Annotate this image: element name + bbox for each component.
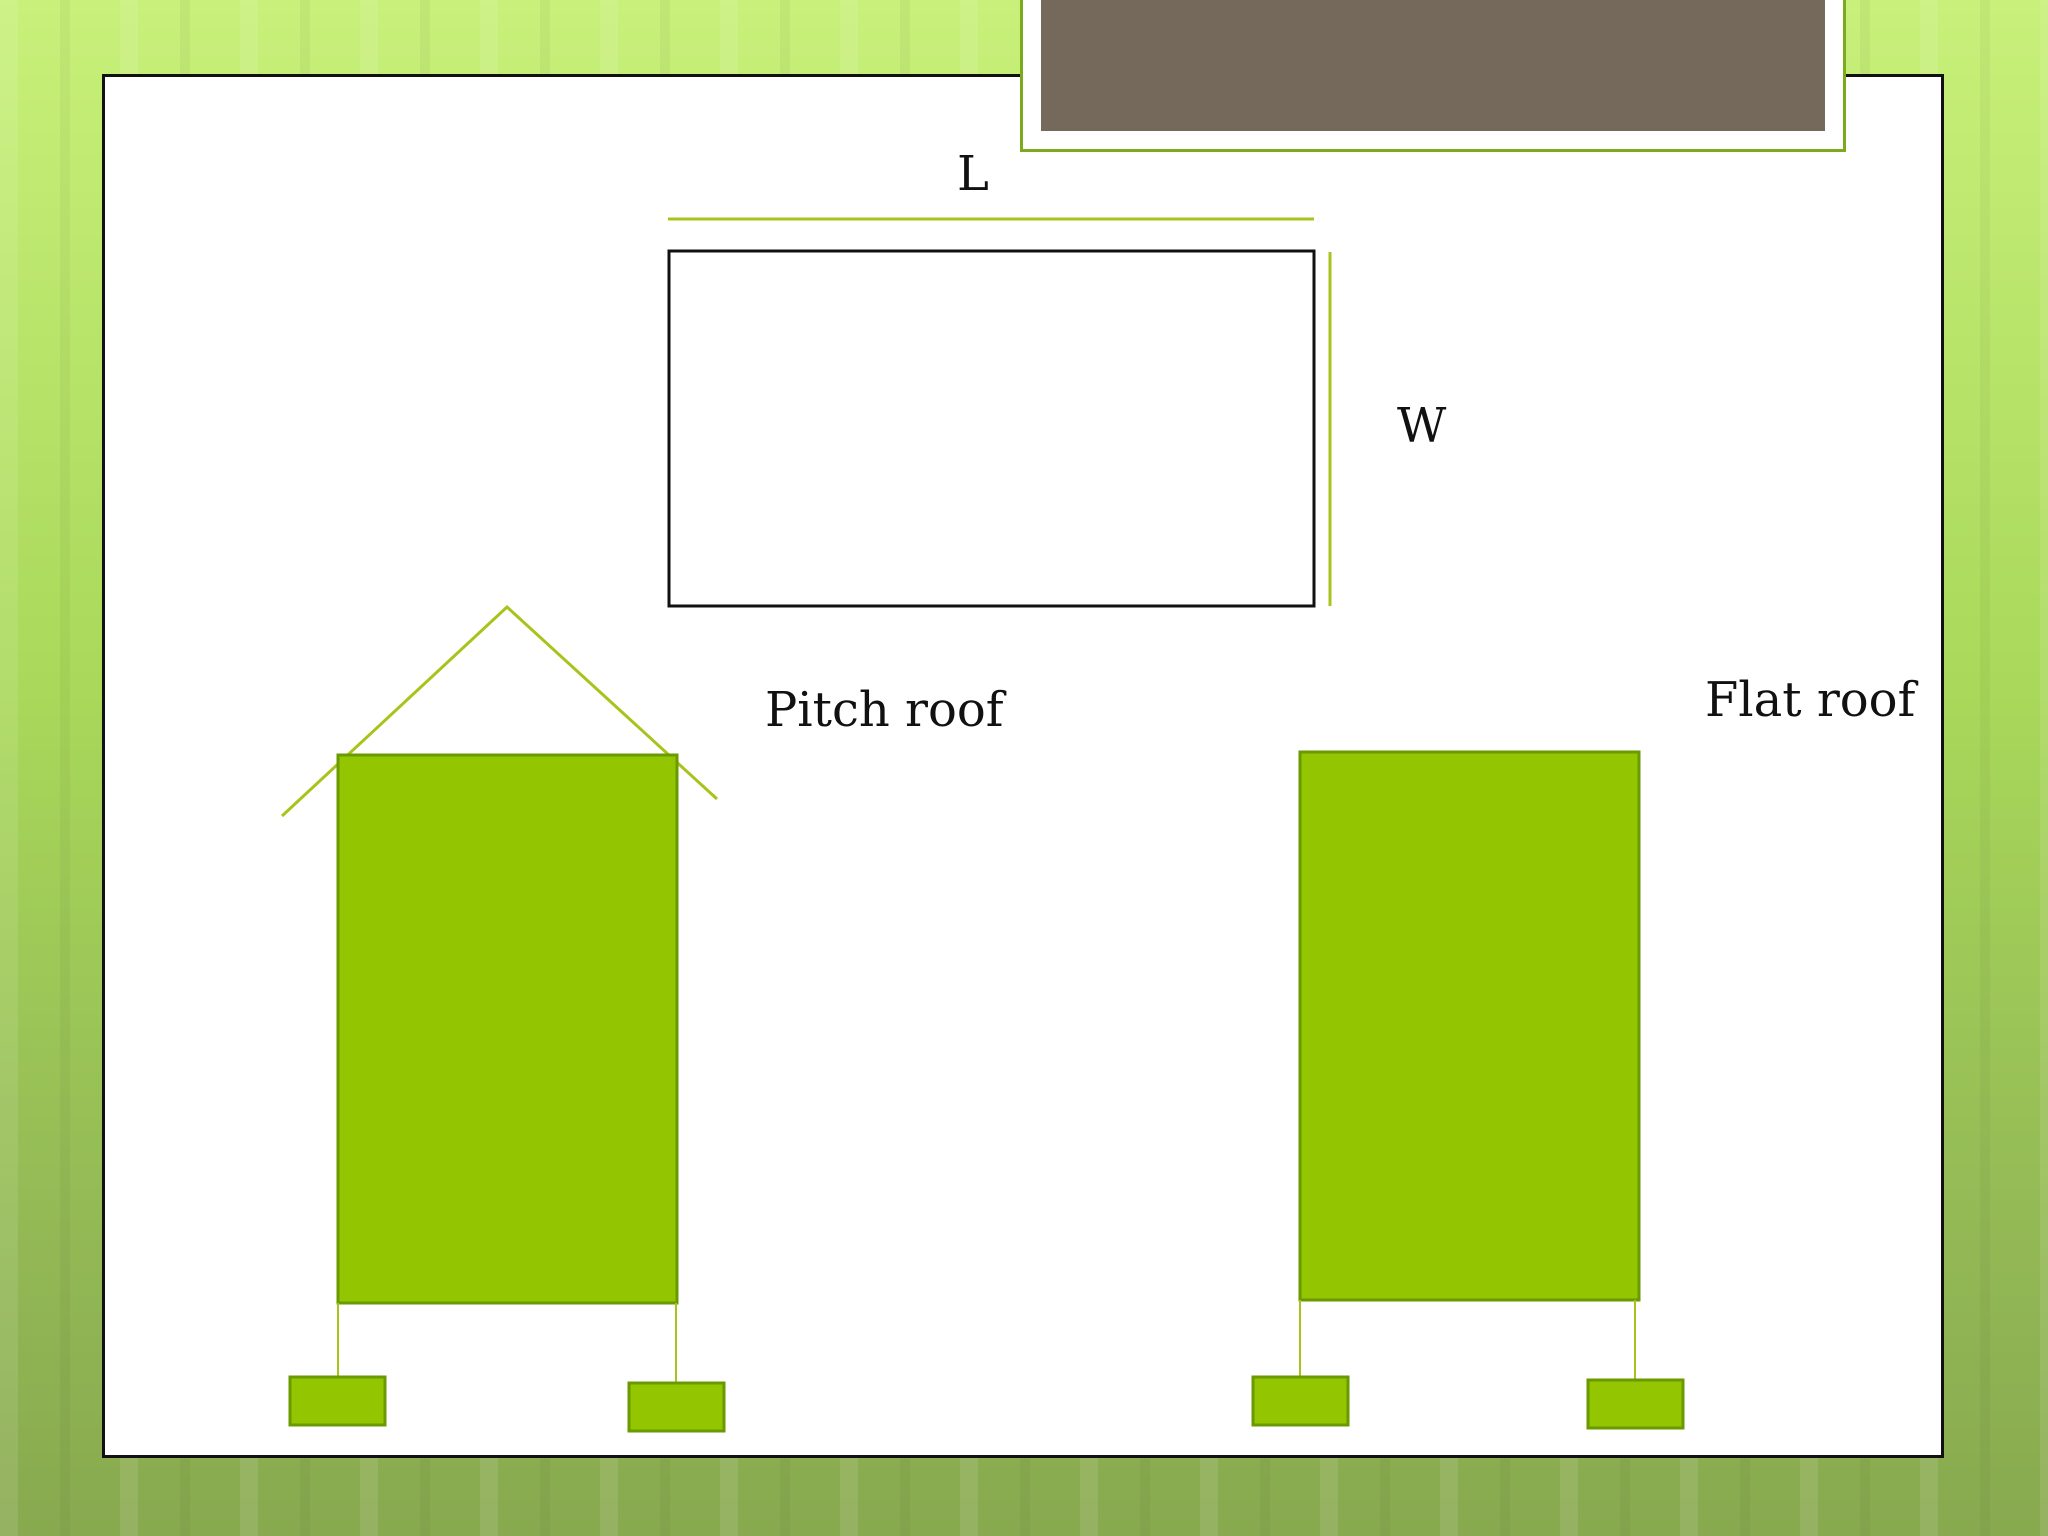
width-label: W [1397,398,1447,454]
pitch-right-footing [627,1381,726,1433]
flat-roof-building [1298,750,1641,1302]
pitch-roof-label: Pitch roof [765,682,1004,738]
title-placeholder [1020,0,1846,152]
pitch-roof-building [336,753,679,1305]
pitch-left-footing [288,1375,387,1427]
length-label: L [957,146,989,202]
plan-rectangle [667,249,1316,608]
flat-right-footing [1586,1378,1685,1430]
flat-left-footing [1251,1375,1350,1427]
pitch-roof-outline [280,604,719,818]
title-box [1041,0,1825,131]
flat-roof-label: Flat roof [1705,672,1916,728]
